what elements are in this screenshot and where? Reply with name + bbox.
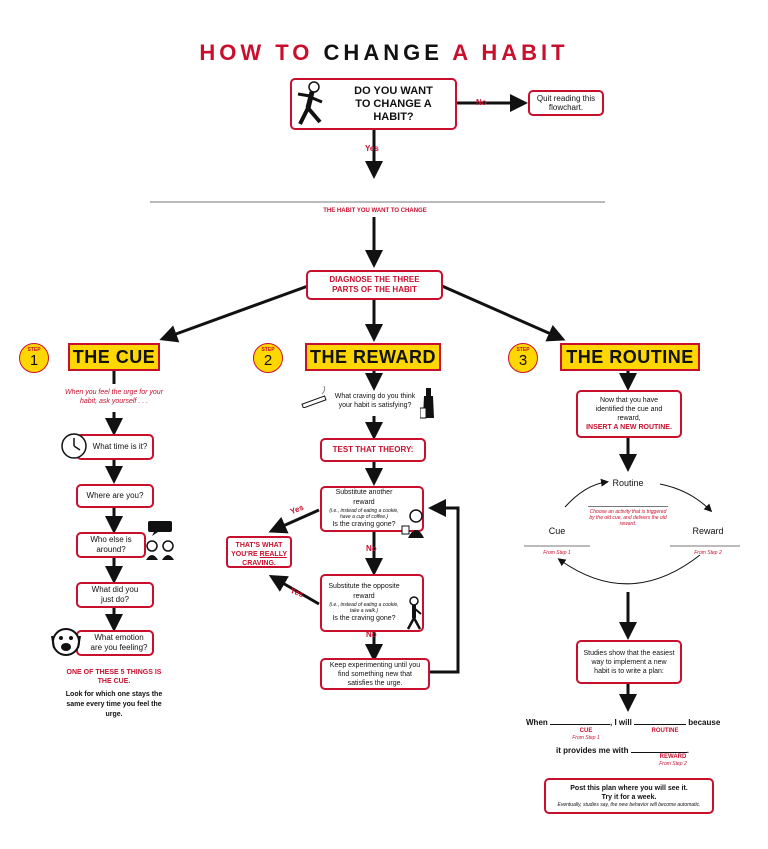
cue-blank[interactable] [550, 716, 611, 725]
substitute-opposite-box: Substitute the opposite reward (i.e., in… [320, 574, 424, 632]
keep-experimenting-box: Keep experimenting until you find someth… [320, 658, 430, 690]
reward-craving-question: What craving do you think your habit is … [334, 393, 416, 409]
test-theory-box: TEST THAT THEORY: [320, 438, 426, 462]
yes-label: Yes [365, 144, 379, 153]
page-title: HOW TO CHANGE A HABIT [199, 40, 569, 65]
no-label: No [476, 98, 487, 107]
screaming-face-icon [50, 626, 82, 663]
cue-q-who: Who else is around? [76, 532, 146, 558]
cue-q-emotion: What emotion are you feeling? [76, 630, 154, 656]
routine-blank[interactable] [634, 716, 687, 725]
cigarette-icon [300, 385, 330, 413]
habit-line-label: THE HABIT YOU WANT TO CHANGE [323, 208, 427, 214]
plan-routine-caption: ROUTINE [651, 728, 679, 734]
cue-header: THE CUE [68, 343, 160, 371]
plan-line-1: When , I will because [526, 716, 721, 727]
quit-reading-box: Quit reading this flowchart. [528, 90, 604, 116]
no-label-1: No [366, 544, 377, 553]
walking-man-icon [404, 596, 424, 635]
cycle-reward-label: Reward [692, 526, 724, 536]
cycle-cue-label: Cue [548, 526, 566, 536]
coffee-man-icon [400, 508, 426, 543]
plan-reward-caption: REWARD From Step 2 [659, 754, 687, 767]
cue-intro: When you feel the urge for your habit, a… [64, 389, 164, 405]
cue-q-where: Where are you? [76, 484, 154, 508]
cue-q-time: What time is it? [76, 434, 154, 460]
cycle-reward-from: From Step 2 [694, 550, 722, 556]
cycle-routine-label: Routine [612, 478, 644, 488]
routine-header: THE ROUTINE [560, 343, 700, 371]
substitute-another-box: Substitute another reward (i.e., instead… [320, 486, 424, 532]
cycle-routine-note: Choose an activity that is triggered by … [588, 506, 668, 527]
plan-intro-box: Studies show that the easiest way to imp… [576, 640, 682, 684]
running-man-icon [294, 80, 328, 133]
no-label-2: No [366, 630, 377, 639]
cue-conclusion-red: ONE OF THESE 5 THINGS IS THE CUE. [66, 669, 162, 685]
plan-line-2: it provides me with . [556, 744, 689, 755]
step-3-badge: STEP 3 [508, 343, 538, 373]
reward-header: THE REWARD [305, 343, 441, 371]
speech-bubble-icon [146, 520, 176, 541]
plan-cue-caption: CUE From Step 1 [572, 728, 600, 741]
reward-blank[interactable] [630, 744, 687, 753]
cue-q-did: What did you just do? [76, 582, 154, 608]
start-question-text: DO YOU WANT TO CHANGE A HABIT? [354, 84, 433, 123]
people-icon [144, 538, 176, 565]
step-2-badge: STEP 2 [253, 343, 283, 373]
really-craving-box: THAT'S WHAT YOU'RE REALLY CRAVING. [226, 536, 292, 568]
cycle-cue-from: From Step 1 [543, 550, 571, 556]
cue-conclusion-black: Look for which one stays the same every … [65, 691, 163, 718]
diagnose-box: DIAGNOSE THE THREE PARTS OF THE HABIT [306, 270, 443, 300]
clock-icon [60, 432, 88, 465]
post-plan-box: Post this plan where you will see it. Tr… [544, 778, 714, 814]
step-1-badge: STEP 1 [19, 343, 49, 373]
insert-routine-box: Now that you have identified the cue and… [576, 390, 682, 438]
wine-icon [419, 388, 438, 425]
